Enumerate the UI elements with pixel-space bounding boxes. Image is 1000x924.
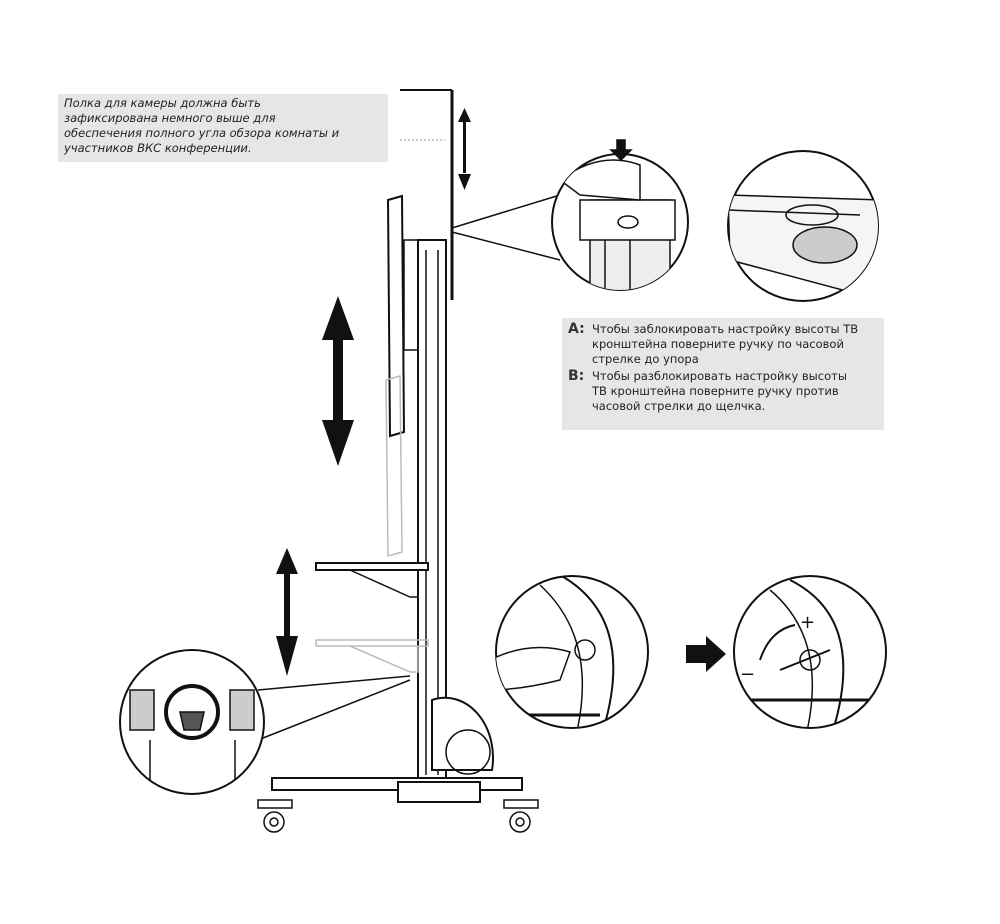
detail-knob-side-rotated bbox=[733, 575, 887, 729]
height-lock-instructions: A: Чтобы заблокировать настройку высоты … bbox=[562, 318, 884, 430]
detail-shelf-lock bbox=[119, 649, 265, 795]
instruction-label: B: bbox=[568, 368, 585, 384]
double-arrow-icon bbox=[276, 548, 298, 676]
instruction-line: Чтобы разблокировать настройку высоты bbox=[592, 369, 847, 383]
stand-base bbox=[257, 696, 539, 833]
note-line: обеспечения полного угла обзора комнаты … bbox=[64, 126, 340, 140]
double-arrow-icon bbox=[458, 108, 471, 190]
camera-shelf-note: Полка для камеры должна быть зафиксирова… bbox=[58, 94, 388, 162]
instruction-label: A: bbox=[568, 321, 585, 337]
arrow-right-icon bbox=[686, 636, 726, 672]
camera-shelf bbox=[315, 562, 429, 673]
camera-pole bbox=[400, 89, 454, 300]
instruction-line: ТВ кронштейна поверните ручку против bbox=[592, 384, 839, 398]
instruction-line: часовой стрелки до щелчка. bbox=[592, 399, 766, 413]
instruction-line: кронштейна поверните ручку по часовой bbox=[592, 337, 844, 351]
instruction-line: Чтобы заблокировать настройку высоты ТВ bbox=[592, 322, 859, 336]
instruction-b: B: Чтобы разблокировать настройку высоты… bbox=[568, 369, 878, 414]
detail-knob-side bbox=[495, 575, 649, 729]
note-line: Полка для камеры должна быть bbox=[64, 96, 261, 110]
instruction-line: стрелке до упора bbox=[592, 352, 699, 366]
note-line: зафиксирована немного выше для bbox=[64, 111, 276, 125]
minus-sign: − bbox=[740, 664, 755, 685]
wheel-right bbox=[503, 799, 539, 833]
height-arrows bbox=[276, 108, 726, 676]
detail-knob-rotate bbox=[727, 150, 879, 302]
note-line: участников ВКС конференции. bbox=[64, 141, 252, 155]
double-arrow-icon bbox=[322, 296, 354, 466]
tv-screen bbox=[385, 194, 419, 557]
plus-sign: + bbox=[800, 612, 815, 633]
detail-knob-press bbox=[551, 139, 689, 291]
instruction-a: A: Чтобы заблокировать настройку высоты … bbox=[568, 322, 878, 367]
wheel-left bbox=[257, 799, 293, 833]
